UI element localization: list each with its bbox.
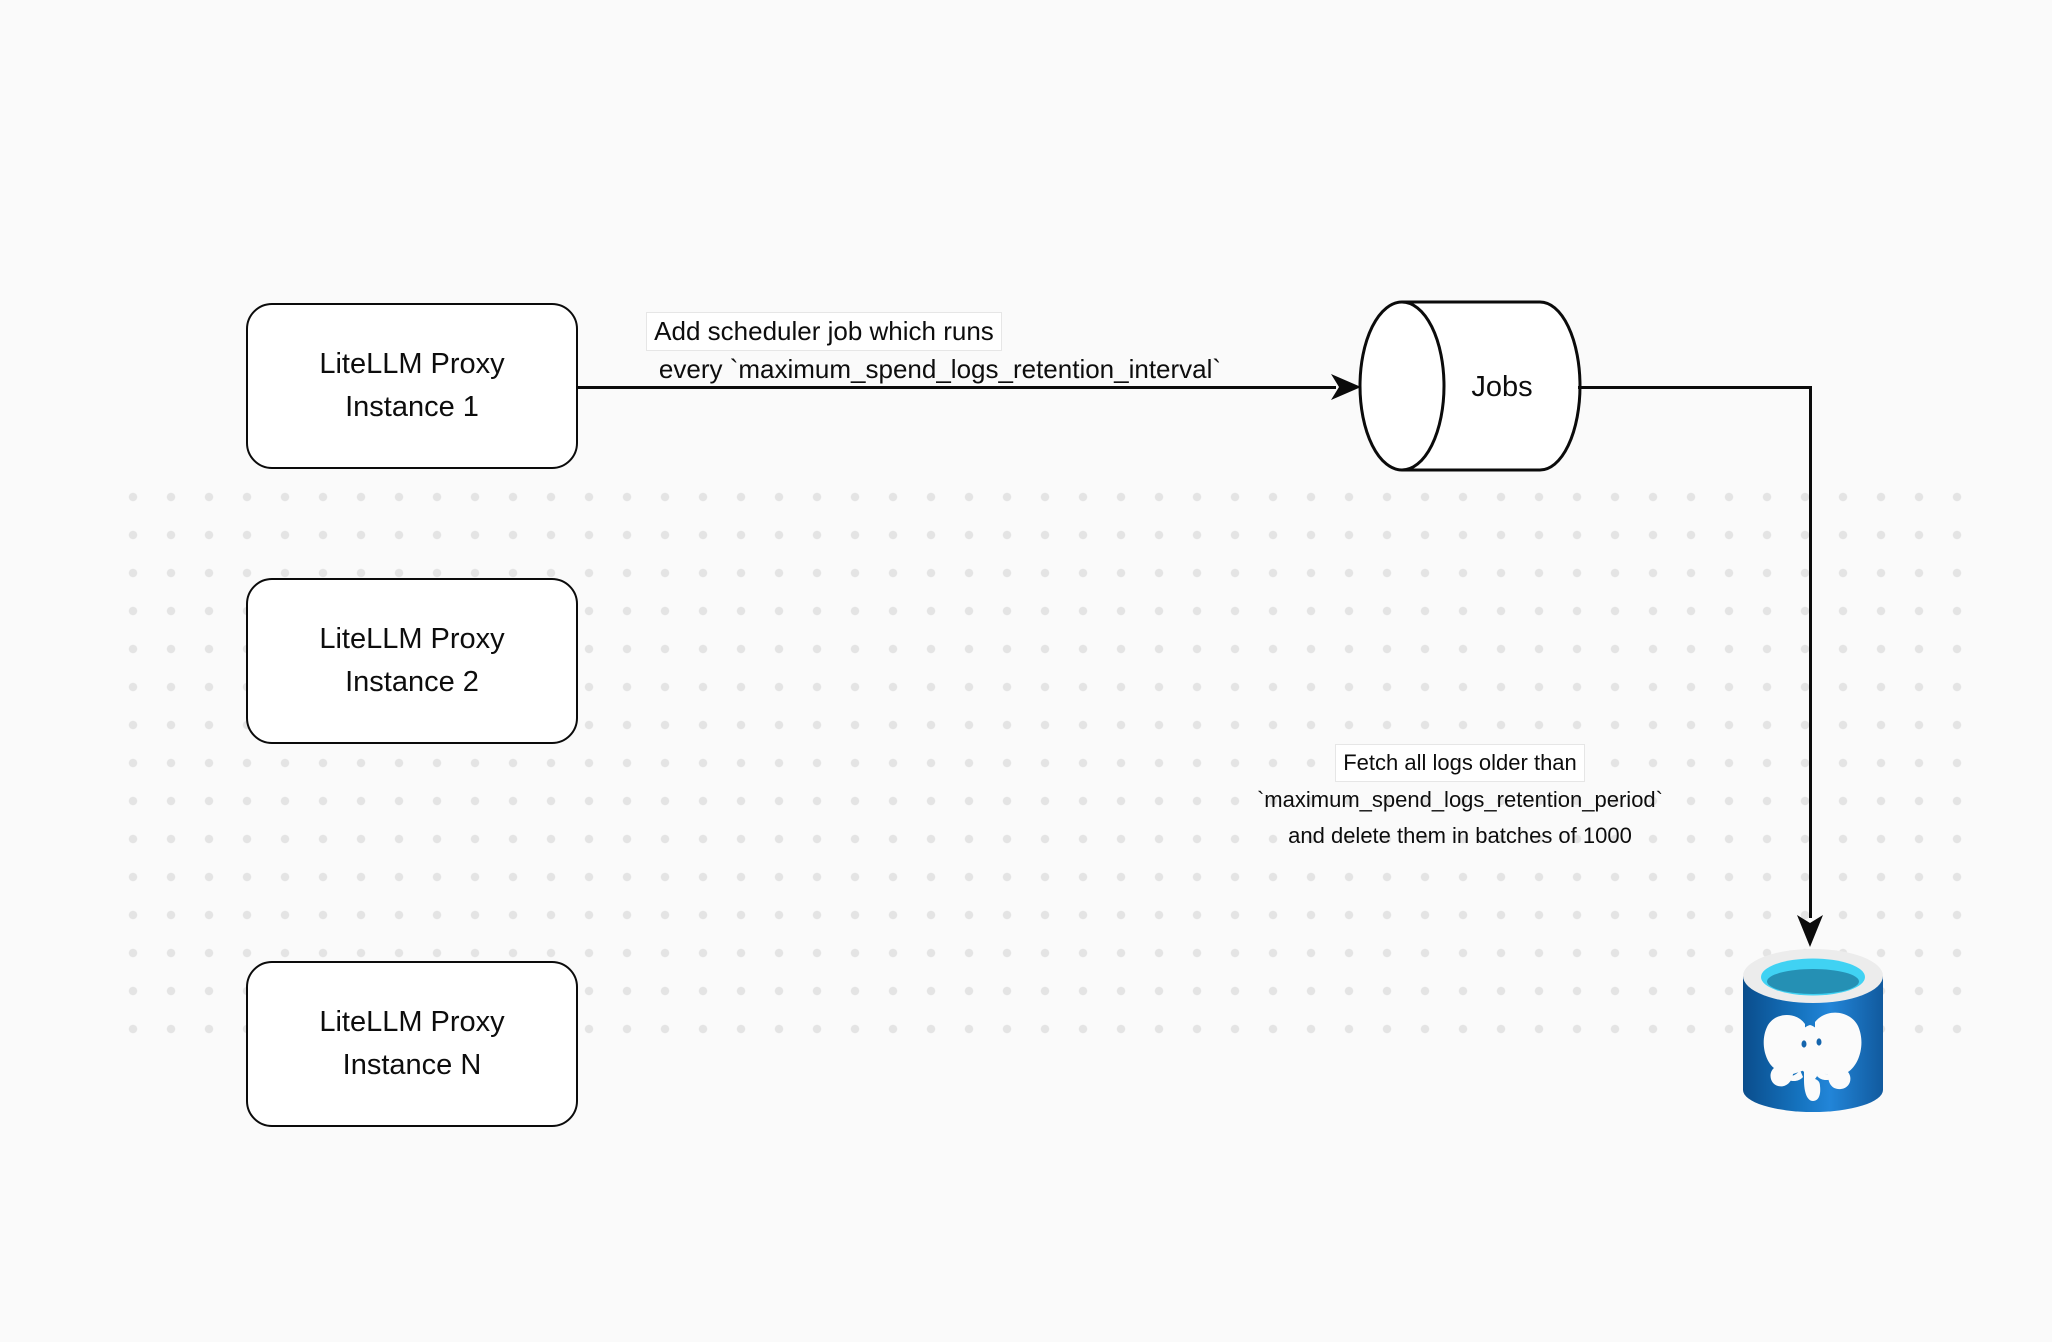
postgresql-elephant-database-icon xyxy=(1743,949,1883,1112)
edge-label-scheduler: Add scheduler job which runs every `maxi… xyxy=(540,312,1340,388)
node-jobs-cylinder: Jobs xyxy=(1358,300,1582,472)
arrowhead-right-icon xyxy=(1331,374,1361,400)
edge-label-line: `maximum_spend_logs_retention_period` xyxy=(1256,787,1663,812)
elephant-eye xyxy=(1801,1040,1807,1048)
node-title-line: LiteLLM Proxy xyxy=(319,623,505,655)
edge-label-line: Add scheduler job which runs xyxy=(424,312,1224,351)
elephant-eye xyxy=(1816,1038,1822,1046)
node-litellm-proxy-instance-1: LiteLLM Proxy Instance 1 xyxy=(246,303,578,469)
edge-cleanup-vline xyxy=(1809,386,1812,918)
node-title-line: LiteLLM Proxy xyxy=(319,1006,505,1038)
node-litellm-proxy-instance-n: LiteLLM Proxy Instance N xyxy=(246,961,578,1127)
dot-grid-background xyxy=(114,478,1978,1048)
jobs-label: Jobs xyxy=(1471,371,1532,403)
node-litellm-proxy-instance-2: LiteLLM Proxy Instance 2 xyxy=(246,578,578,744)
edge-cleanup-hline xyxy=(1578,386,1811,389)
edge-label-line: Fetch all logs older than xyxy=(1235,744,1685,782)
database-liquid xyxy=(1767,969,1859,994)
elephant-glyph xyxy=(1763,1012,1862,1101)
node-title-line: LiteLLM Proxy xyxy=(319,348,505,380)
edge-label-line: and delete them in batches of 1000 xyxy=(1288,823,1632,848)
node-title-line: Instance 1 xyxy=(345,391,479,423)
node-title-line: Instance N xyxy=(342,1049,482,1081)
edge-label-cleanup: Fetch all logs older than `maximum_spend… xyxy=(1235,744,1685,854)
edge-label-line: every `maximum_spend_logs_retention_inte… xyxy=(658,354,1222,384)
arrowhead-down-icon xyxy=(1797,915,1823,947)
cylinder-face-ellipse xyxy=(1358,300,1446,472)
edge-scheduler-line xyxy=(576,386,1336,389)
node-title-line: Instance 2 xyxy=(345,666,479,698)
